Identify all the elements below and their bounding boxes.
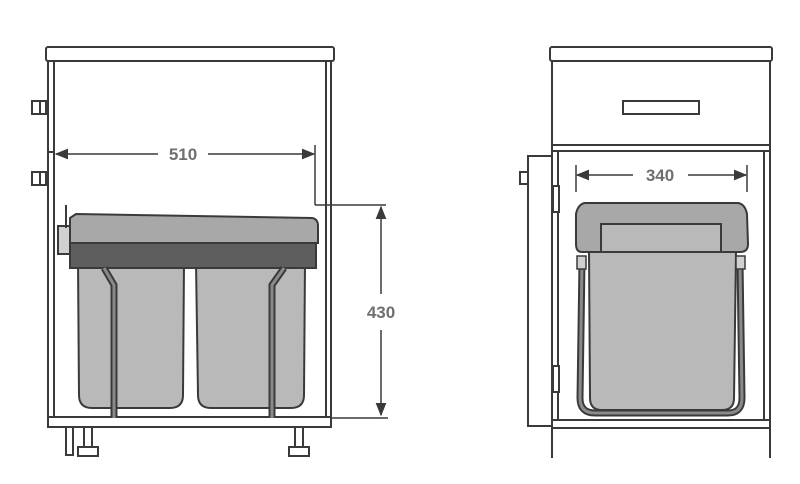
height-dimension-label: 430: [367, 303, 395, 322]
bin-left: [76, 261, 186, 409]
double-bin-unit: [57, 205, 319, 418]
cabinet-foot: [83, 426, 93, 448]
bin-handle: [270, 267, 286, 418]
single-bin-unit: [575, 202, 750, 417]
cabinet-bottom: [551, 419, 771, 429]
open-door: [527, 155, 553, 427]
bin-frame: [578, 261, 744, 415]
single-width-dimension: [575, 165, 748, 192]
cabinet-foot: [294, 426, 304, 448]
bin-lid: [69, 212, 319, 244]
frame-clip: [576, 255, 587, 270]
cabinet-foot: [288, 446, 310, 457]
cabinet-front-view: [519, 46, 773, 458]
bin-body: [587, 251, 738, 411]
cabinet-top: [549, 46, 773, 62]
single-width-dimension-label: 340: [646, 166, 674, 185]
cabinet-foot: [65, 426, 74, 456]
bin-lid-panel: [600, 223, 722, 253]
bin-bracket: [57, 225, 71, 255]
height-dimension: [330, 205, 388, 419]
cabinet-side-view: [31, 46, 335, 457]
drawer-handle: [622, 100, 700, 115]
door-knob: [519, 171, 529, 185]
width-dimension: [54, 145, 386, 206]
frame-clip: [735, 255, 746, 270]
bin-right: [194, 261, 307, 409]
width-dimension-label: 510: [169, 145, 197, 164]
bin-frame: [69, 242, 317, 269]
cabinet-foot: [77, 446, 99, 457]
bin-handle: [102, 267, 116, 418]
cabinet-top: [45, 46, 335, 62]
cabinet-bottom: [47, 416, 332, 428]
hinge: [552, 185, 560, 213]
hinge: [552, 365, 560, 393]
